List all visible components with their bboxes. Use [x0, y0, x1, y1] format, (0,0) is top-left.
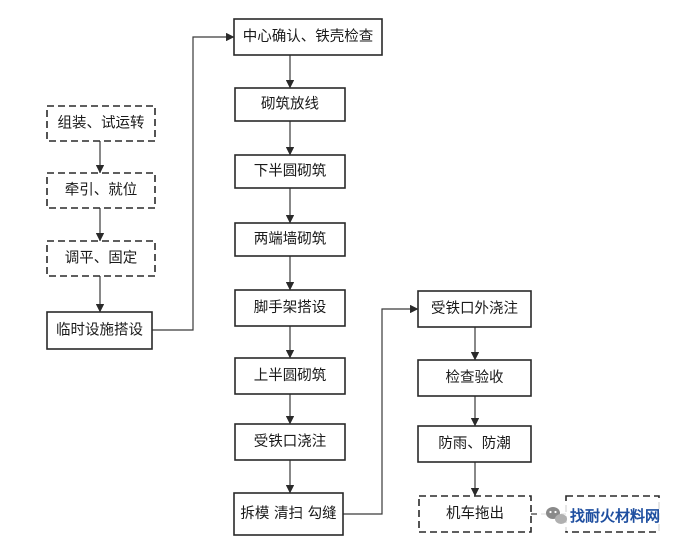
box-tap-pour-label: 受铁口浇注 [254, 433, 327, 450]
box-center-check: 中心确认、铁壳检查 [233, 18, 383, 56]
box-outer-pour: 受铁口外浇注 [417, 290, 532, 328]
left-column: 组装、试运转 牵引、就位 调平、固定 临时设施搭设 [46, 105, 156, 350]
box-traction-label: 牵引、就位 [65, 182, 138, 199]
box-scaffold: 脚手架搭设 [234, 289, 346, 327]
connectors [95, 32, 566, 515]
box-scaffold-label: 脚手架搭设 [254, 299, 327, 316]
box-lower-half: 下半圆砌筑 [234, 154, 346, 189]
arrow-demould-to-outer-pour [343, 304, 419, 515]
box-locomotive: 机车拖出 [418, 495, 532, 533]
wechat-bubble-icon [546, 507, 567, 524]
box-lower-half-label: 下半圆砌筑 [254, 163, 327, 180]
box-temp-setup: 临时设施搭设 [46, 311, 153, 350]
box-tap-pour: 受铁口浇注 [234, 423, 346, 461]
watermark: 找耐火材料网 [540, 501, 690, 531]
box-inspect: 检查验收 [417, 359, 532, 397]
box-temp-setup-label: 临时设施搭设 [56, 322, 143, 339]
box-layout-lines-label: 砌筑放线 [261, 96, 319, 113]
box-locomotive-label: 机车拖出 [446, 505, 504, 522]
box-assemble: 组装、试运转 [46, 105, 156, 142]
box-layout-lines: 砌筑放线 [234, 87, 346, 122]
box-level: 调平、固定 [46, 240, 156, 277]
box-weather: 防雨、防潮 [417, 425, 532, 463]
box-assemble-label: 组装、试运转 [58, 115, 145, 132]
box-end-walls-label: 两端墙砌筑 [254, 231, 327, 248]
box-demould: 拆模 清扫 勾缝 [233, 492, 344, 536]
arrow-temp-setup-to-center-check [152, 32, 235, 331]
box-weather-label: 防雨、防潮 [438, 435, 511, 452]
box-inspect-label: 检查验收 [446, 369, 504, 386]
box-demould-label: 拆模 清扫 勾缝 [240, 505, 336, 522]
right-column: 受铁口外浇注 检查验收 防雨、防潮 机车拖出 [417, 290, 660, 533]
watermark-text: 找耐火材料网 [570, 507, 660, 525]
box-level-label: 调平、固定 [65, 250, 138, 267]
box-upper-half-label: 上半圆砌筑 [254, 367, 327, 384]
center-column: 中心确认、铁壳检查 砌筑放线 下半圆砌筑 两端墙砌筑 脚手架搭设 上半圆砌筑 受… [233, 18, 383, 536]
box-center-check-label: 中心确认、铁壳检查 [243, 28, 374, 45]
box-traction: 牵引、就位 [46, 172, 156, 209]
box-end-walls: 两端墙砌筑 [234, 222, 346, 257]
box-outer-pour-label: 受铁口外浇注 [431, 300, 518, 317]
box-upper-half: 上半圆砌筑 [234, 357, 346, 395]
